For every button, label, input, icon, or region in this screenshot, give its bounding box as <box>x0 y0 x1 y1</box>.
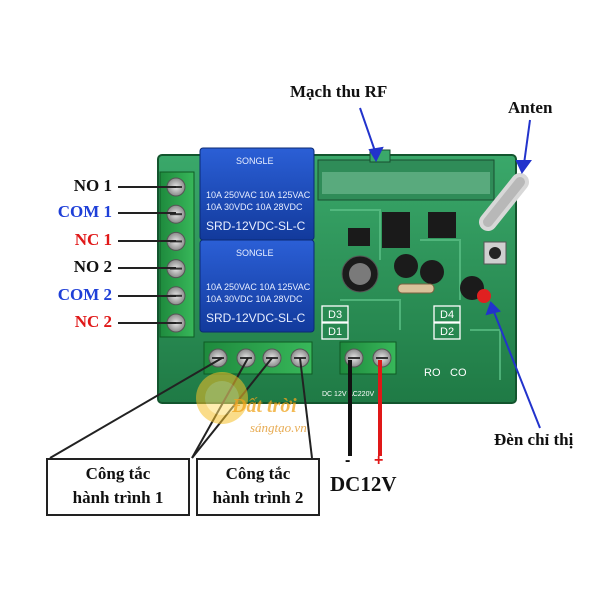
indicator-label: Đèn chỉ thị <box>494 430 574 449</box>
relay-2-spec1: 10A 250VAC 10A 125VAC <box>206 282 311 292</box>
capacitor <box>394 254 418 278</box>
dc-plus-label: + <box>374 452 384 469</box>
relay-2-model: SRD-12VDC-SL-C <box>206 311 306 325</box>
relay-2-brand: SONGLE <box>236 248 274 258</box>
rf-module <box>317 149 495 201</box>
d3-mark: D3 <box>328 309 342 321</box>
watermark-logo <box>196 372 248 424</box>
terminal-label-nc-1: NC 1 <box>74 230 112 249</box>
terminal-label-com-2: COM 2 <box>57 285 112 304</box>
terminal-label-no-2: NO 2 <box>73 257 112 276</box>
terminal-label-nc-2: NC 2 <box>74 312 112 331</box>
d2-mark: D2 <box>440 326 454 338</box>
antenna <box>479 173 529 231</box>
resistor <box>397 283 435 294</box>
terminal-label-com-1: COM 1 <box>57 202 112 221</box>
switch-box-2: Công tắc hành trình 2 <box>196 458 320 516</box>
switch-2-line1: Công tắc <box>225 464 291 483</box>
relay-2 <box>199 239 315 333</box>
callout-arrows <box>359 107 541 429</box>
ic-chip <box>382 212 410 248</box>
relay-1-model: SRD-12VDC-SL-C <box>206 219 306 233</box>
relay-1-spec1: 10A 250VAC 10A 125VAC <box>206 190 311 200</box>
ic-chip <box>428 212 456 238</box>
dc-voltage-label: DC12V <box>330 472 397 496</box>
watermark-line2: sángtạo.vn <box>250 420 307 435</box>
d4-mark: D4 <box>440 309 454 321</box>
capacitor <box>420 260 444 284</box>
relay-1-spec2: 10A 30VDC 10A 28VDC <box>206 202 303 212</box>
antenna-label: Anten <box>508 98 553 117</box>
switch-1-line2: hành trình 1 <box>72 488 164 507</box>
switch-1-line1: Công tắc <box>85 464 151 483</box>
relay-1-brand: SONGLE <box>236 156 274 166</box>
switch-box-1: Công tắc hành trình 1 <box>46 458 190 516</box>
dc-minus-label: - <box>345 452 351 469</box>
capacitor <box>349 263 371 285</box>
d1-mark: D1 <box>328 326 342 338</box>
terminal-label-no-1: NO 1 <box>73 176 112 195</box>
diode-outlines <box>321 305 461 340</box>
watermark-line1: Đất trời <box>231 395 297 417</box>
co-mark: CO <box>450 367 467 379</box>
rf-module-label: Mạch thu RF <box>290 82 388 101</box>
left-terminal-block <box>159 171 195 338</box>
indicator-led <box>477 289 491 303</box>
relay-2-spec2: 10A 30VDC 10A 28VDC <box>206 294 303 304</box>
switch-2-line2: hành trình 2 <box>212 488 304 507</box>
ro-mark: RO <box>424 367 441 379</box>
ic-chip <box>348 228 370 246</box>
